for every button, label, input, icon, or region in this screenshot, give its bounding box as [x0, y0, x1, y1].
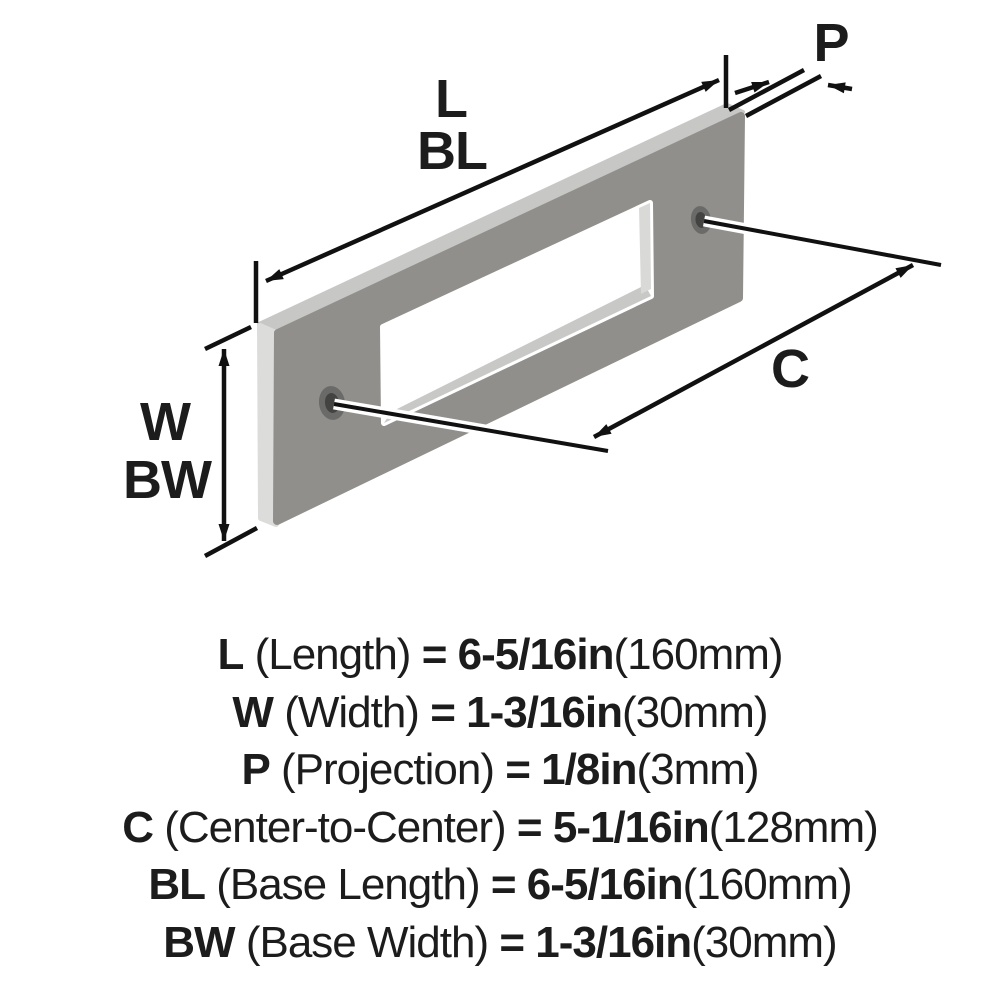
- spec-symbol: L: [217, 630, 244, 679]
- spec-name: (Base Width): [245, 917, 489, 967]
- center-dimension-line: [592, 263, 915, 439]
- spec-value-imperial: 1-3/16in: [535, 917, 692, 967]
- dimension-diagram-svg: L BL P W BW C: [123, 13, 943, 558]
- spec-row-center-to-center: C (Center-to-Center) = 5-1/16in(128mm): [0, 799, 1000, 857]
- spec-name: (Base Length): [216, 860, 480, 909]
- spec-symbol: C: [122, 802, 154, 852]
- spec-value-metric: (30mm): [691, 917, 838, 967]
- projection-extension-line-back: [744, 74, 823, 118]
- spec-equals: =: [490, 860, 517, 909]
- spec-symbol: BW: [163, 917, 235, 967]
- spec-equals: =: [430, 687, 456, 737]
- cutout-inner-right-wall: [639, 203, 651, 294]
- width-label: W: [140, 392, 191, 452]
- spec-value-imperial: 6-5/16in: [457, 630, 615, 679]
- dimension-spec-list: L (Length) = 6-5/16in(160mm) W (Width) =…: [0, 626, 1000, 971]
- hole-leader-lines: [333, 215, 943, 457]
- projection-label: P: [813, 13, 848, 73]
- spec-name: (Width): [284, 687, 420, 737]
- spec-value-metric: (3mm): [636, 745, 759, 794]
- spec-value-imperial: 6-5/16in: [526, 860, 684, 909]
- spec-row-base-width: BW (Base Width) = 1-3/16in(30mm): [0, 914, 1000, 972]
- spec-value-imperial: 1/8in: [541, 745, 637, 794]
- projection-arrow-left: [734, 79, 770, 96]
- spec-symbol: W: [232, 687, 274, 737]
- length-dimension-line: [265, 77, 720, 284]
- left-hole-leader: [333, 402, 609, 453]
- pull-plate: [257, 103, 745, 527]
- base-length-label: BL: [417, 121, 487, 181]
- spec-row-width: W (Width) = 1-3/16in(30mm): [0, 684, 1000, 742]
- spec-row-base-length: BL (Base Length) = 6-5/16in(160mm): [0, 856, 1000, 914]
- spec-symbol: BL: [148, 860, 206, 909]
- spec-equals: =: [505, 745, 531, 794]
- width-extension-tick-bottom: [203, 526, 259, 558]
- width-extension-tick-top: [204, 324, 252, 352]
- dimension-lines: [203, 55, 915, 558]
- spec-value-metric: (160mm): [613, 630, 784, 679]
- spec-value-imperial: 5-1/16in: [552, 802, 710, 852]
- spec-name: (Projection): [281, 745, 495, 794]
- spec-name: (Length): [254, 630, 412, 679]
- projection-arrow-right: [827, 82, 853, 94]
- spec-symbol: P: [241, 745, 270, 794]
- spec-equals: =: [421, 630, 448, 679]
- cutout-inner-bottom-wall: [384, 285, 651, 423]
- spec-name: (Center-to-Center): [164, 802, 506, 852]
- base-width-label: BW: [123, 450, 212, 510]
- spec-value-imperial: 1-3/16in: [466, 687, 623, 737]
- spec-value-metric: (30mm): [622, 687, 769, 737]
- right-hole-leader: [703, 219, 942, 267]
- center-to-center-label: C: [771, 339, 809, 399]
- spec-row-length: L (Length) = 6-5/16in(160mm): [0, 626, 1000, 684]
- spec-value-metric: (160mm): [682, 860, 853, 909]
- spec-equals: =: [516, 802, 543, 852]
- dimension-labels: L BL P W BW C: [123, 13, 850, 510]
- spec-value-metric: (128mm): [708, 802, 879, 852]
- spec-row-projection: P (Projection) = 1/8in(3mm): [0, 741, 1000, 799]
- spec-equals: =: [499, 917, 525, 967]
- length-label: L: [435, 69, 467, 129]
